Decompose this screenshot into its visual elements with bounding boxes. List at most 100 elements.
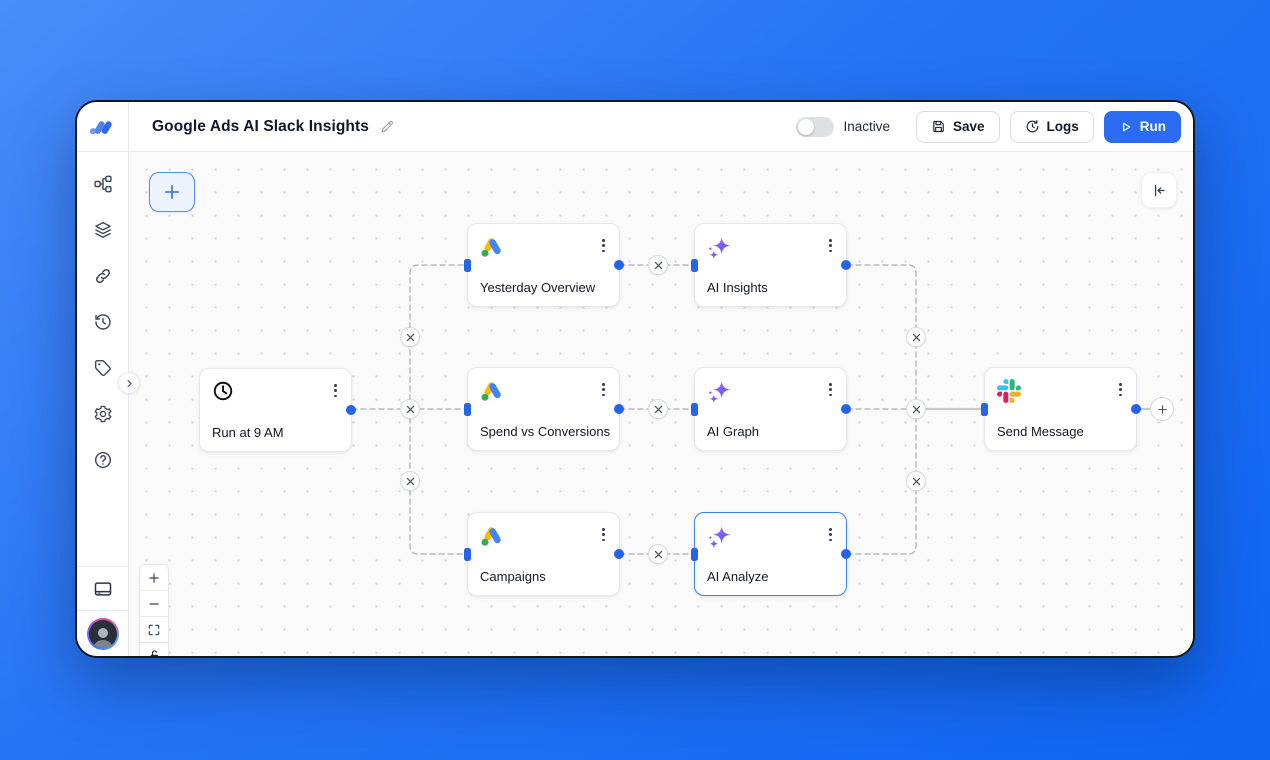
- google-ads-icon: [481, 527, 501, 546]
- input-handle[interactable]: [464, 258, 471, 272]
- plus-icon: [164, 184, 180, 200]
- save-label: Save: [952, 119, 985, 134]
- node-menu-button[interactable]: [596, 235, 611, 256]
- zoom-in-button[interactable]: [139, 564, 169, 591]
- active-toggle[interactable]: [796, 116, 835, 137]
- output-handle[interactable]: [614, 549, 624, 559]
- google-ads-icon: [481, 382, 501, 401]
- node-ai-analyze[interactable]: AI Analyze: [691, 512, 851, 596]
- node-menu-button[interactable]: [596, 524, 611, 545]
- output-handle[interactable]: [841, 260, 851, 270]
- node-yesterday-overview[interactable]: Yesterday Overview: [464, 223, 624, 307]
- edge-delete-button[interactable]: [400, 399, 420, 419]
- gear-icon: [94, 405, 111, 423]
- edge-delete-button[interactable]: [648, 255, 668, 275]
- node-label: Run at 9 AM: [212, 425, 284, 440]
- edge-delete-button[interactable]: [648, 544, 668, 564]
- logs-label: Logs: [1046, 119, 1079, 134]
- sidebar-bottom: [77, 566, 128, 656]
- node-menu-button[interactable]: [596, 379, 611, 400]
- node-menu-button[interactable]: [823, 235, 838, 256]
- minus-icon: [149, 602, 159, 605]
- link-icon: [95, 268, 110, 284]
- save-button[interactable]: Save: [915, 110, 1000, 143]
- input-handle[interactable]: [691, 258, 698, 272]
- fit-view-button[interactable]: [139, 616, 169, 643]
- edge-delete-button[interactable]: [906, 327, 926, 347]
- output-handle[interactable]: [1131, 404, 1141, 414]
- pencil-icon: [381, 120, 394, 133]
- user-avatar[interactable]: [86, 617, 119, 650]
- sidebar-item-help[interactable]: [85, 442, 121, 478]
- save-icon: [933, 120, 944, 133]
- fit-view-icon: [148, 624, 160, 635]
- app-logo: [77, 102, 129, 152]
- node-label: Campaigns: [480, 569, 546, 584]
- input-handle[interactable]: [464, 547, 471, 561]
- tag-icon: [94, 359, 111, 377]
- slack-icon: [997, 379, 1021, 403]
- layers-icon: [94, 221, 111, 238]
- clock-icon: [213, 381, 233, 401]
- node-spend-vs-conversions[interactable]: Spend vs Conversions D: [464, 367, 624, 451]
- zoom-out-button[interactable]: [139, 590, 169, 617]
- sidebar-item-history[interactable]: [85, 304, 121, 340]
- input-handle[interactable]: [464, 402, 471, 416]
- header-actions: Inactive Save Logs: [796, 110, 1181, 143]
- sidebar-item-settings[interactable]: [85, 396, 121, 432]
- add-next-node-button[interactable]: [1150, 397, 1174, 421]
- edit-title-button[interactable]: [379, 119, 395, 135]
- sidebar-item-tags[interactable]: [85, 350, 121, 386]
- edge-delete-button[interactable]: [400, 327, 420, 347]
- sidebar-item-layers[interactable]: [85, 212, 121, 248]
- edge-delete-button[interactable]: [906, 471, 926, 491]
- app-window: Google Ads AI Slack Insights Inactive Sa…: [75, 100, 1195, 658]
- plus-icon: [1157, 404, 1167, 414]
- output-handle[interactable]: [841, 404, 851, 414]
- node-run-at-9-am[interactable]: Run at 9 AM: [199, 368, 356, 452]
- collapse-left-icon: [1154, 184, 1165, 196]
- google-ads-icon: [481, 238, 501, 257]
- collapse-panel-button[interactable]: [1141, 172, 1177, 208]
- node-campaigns[interactable]: Campaigns: [464, 512, 624, 596]
- node-menu-button[interactable]: [1113, 379, 1128, 400]
- output-handle[interactable]: [346, 405, 356, 415]
- play-icon: [1122, 122, 1131, 131]
- output-handle[interactable]: [614, 404, 624, 414]
- workflow-icon: [93, 175, 112, 193]
- edge-delete-button[interactable]: [648, 399, 668, 419]
- input-handle[interactable]: [691, 402, 698, 416]
- output-handle[interactable]: [841, 549, 851, 559]
- ai-sparkle-icon: [708, 236, 731, 260]
- avatar-photo: [88, 619, 117, 648]
- unlock-icon: [150, 650, 158, 656]
- sidebar-item-workflows[interactable]: [85, 166, 121, 202]
- node-menu-button[interactable]: [328, 380, 343, 401]
- edge-delete-button[interactable]: [906, 399, 926, 419]
- help-icon: [94, 451, 111, 469]
- add-node-button[interactable]: [149, 172, 195, 212]
- node-menu-button[interactable]: [823, 524, 838, 545]
- node-ai-graph[interactable]: AI Graph: [691, 367, 851, 451]
- logs-button[interactable]: Logs: [1009, 110, 1094, 143]
- node-menu-button[interactable]: [823, 379, 838, 400]
- run-button[interactable]: Run: [1103, 110, 1181, 143]
- lock-button[interactable]: [139, 642, 169, 656]
- node-send-message[interactable]: Send Message: [981, 367, 1141, 451]
- workflow-canvas[interactable]: Run at 9 AM Yesterday Overview: [129, 152, 1193, 656]
- chevron-right-icon: [127, 379, 132, 387]
- node-label: AI Graph: [707, 424, 760, 439]
- input-handle[interactable]: [981, 402, 988, 416]
- sidebar-item-connections[interactable]: [85, 258, 121, 294]
- output-handle[interactable]: [614, 260, 624, 270]
- brand-logo-icon: [89, 120, 112, 134]
- edge-delete-button[interactable]: [400, 471, 420, 491]
- node-ai-insights[interactable]: AI Insights: [691, 223, 851, 307]
- node-label: Yesterday Overview: [480, 280, 596, 295]
- node-label: AI Insights: [707, 280, 768, 295]
- run-label: Run: [1139, 119, 1166, 134]
- expand-sidebar-button[interactable]: [118, 372, 140, 394]
- input-handle[interactable]: [691, 547, 698, 561]
- sidebar-item-templates[interactable]: [85, 571, 121, 607]
- person-icon: [92, 627, 113, 648]
